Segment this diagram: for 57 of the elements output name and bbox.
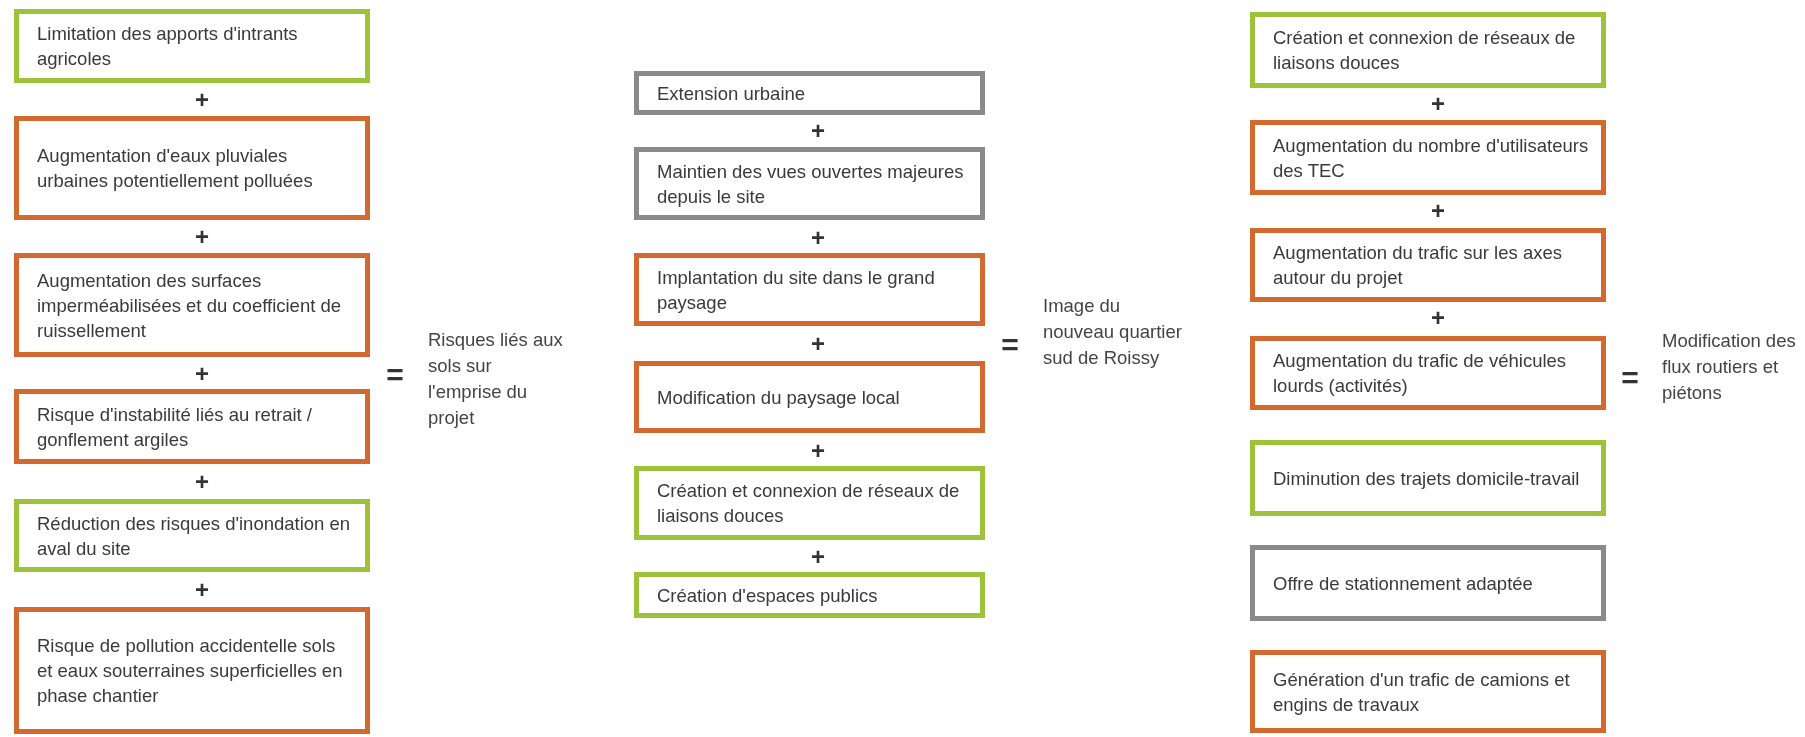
equals-sign: = (1621, 363, 1639, 393)
box-text: Risque de pollution accidentelle sols et eaux souterraines superficielles en phase chantier (37, 634, 344, 708)
box-text: Création et connexion de réseaux de liaisons douces (657, 479, 961, 528)
process-box (1250, 228, 1606, 302)
result-text: Risques liés aux sols sur l'emprise du projet (428, 328, 564, 430)
result-text: Image du nouveau quartier sud de Roissy (1043, 294, 1183, 370)
box-text: Augmentation du trafic de véhicules lourds (activités) (1273, 349, 1568, 398)
process-box (14, 499, 370, 572)
box-text: Réduction des risques d'inondation en aval du site (37, 511, 352, 561)
plus-sign: + (811, 332, 825, 356)
box-text: Risque d'instabilité liés au retrait / gonflement argiles (37, 402, 313, 452)
box-text: Génération d'un trafic de camions et engins de travaux (1273, 667, 1571, 717)
process-box (634, 466, 985, 540)
box-text: Augmentation du trafic sur les axes autour du projet (1273, 241, 1563, 290)
plus-sign: + (195, 88, 209, 112)
process-box (1250, 545, 1606, 621)
plus-sign: + (1431, 199, 1445, 223)
box-text: Offre de stationnement adaptée (1273, 571, 1533, 596)
box-text: Limitation des apports d'intrants agricoles (37, 22, 299, 71)
process-box (1250, 12, 1606, 88)
plus-sign: + (195, 470, 209, 494)
plus-sign: + (1431, 306, 1445, 330)
equals-sign: = (386, 360, 404, 390)
result-text: Modification des flux routiers et piétons (1662, 329, 1797, 405)
box-text: Création d'espaces publics (657, 583, 878, 608)
box-text: Augmentation des surfaces imperméabilisées et du coefficient de ruissellement (37, 268, 343, 343)
box-text: Modification du paysage local (657, 385, 900, 410)
process-box (1250, 650, 1606, 733)
process-box (14, 389, 370, 464)
process-box (1250, 120, 1606, 195)
process-box (14, 607, 370, 734)
plus-sign: + (811, 226, 825, 250)
box-text: Extension urbaine (657, 81, 806, 106)
plus-sign: + (195, 225, 209, 249)
plus-sign: + (811, 119, 825, 143)
process-box (14, 9, 370, 83)
process-box (634, 71, 985, 115)
plus-sign: + (1431, 92, 1445, 116)
process-box (1250, 336, 1606, 410)
process-box (14, 253, 370, 357)
box-text: Maintien des vues ouvertes majeures depuis le site (657, 159, 965, 209)
plus-sign: + (811, 439, 825, 463)
plus-sign: + (195, 362, 209, 386)
process-box (634, 147, 985, 220)
box-text: Augmentation d'eaux pluviales urbaines potentiellement polluées (37, 144, 314, 193)
box-text: Implantation du site dans le grand paysage (657, 265, 936, 315)
plus-sign: + (811, 545, 825, 569)
process-box (14, 116, 370, 220)
process-box (634, 361, 985, 433)
equals-sign: = (1001, 330, 1019, 360)
box-text: Création et connexion de réseaux de liaisons douces (1273, 26, 1577, 75)
process-box (634, 572, 985, 618)
box-text: Diminution des trajets domicile-travail (1273, 466, 1580, 491)
process-box (1250, 440, 1606, 516)
box-text: Augmentation du nombre d'utilisateurs des TEC (1273, 133, 1590, 183)
process-box (634, 253, 985, 326)
plus-sign: + (195, 578, 209, 602)
